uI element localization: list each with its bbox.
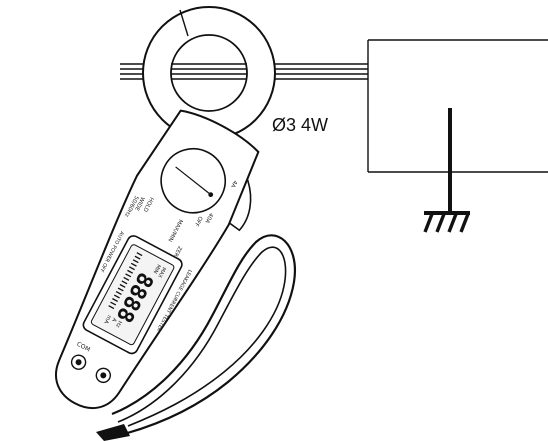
lcd-annunciator-a: A [110, 317, 117, 323]
bar-seg [128, 266, 135, 271]
bar-seg [134, 255, 141, 260]
dial-label-4a: 4A [229, 179, 238, 188]
lcd-annunciator-max: MAX [156, 266, 167, 279]
bar-seg [108, 305, 115, 310]
dial-pointer-dot [208, 192, 214, 198]
jaw-split-line [179, 9, 189, 37]
ground-tine-2 [435, 213, 446, 233]
ground-tine-4 [459, 213, 470, 233]
ground-tine-1 [423, 213, 434, 233]
bar-seg [112, 298, 119, 303]
bar-seg [127, 269, 134, 274]
bar-seg [117, 287, 124, 292]
bar-seg [119, 283, 126, 288]
bar-seg [121, 280, 128, 285]
load-enclosure [367, 39, 548, 173]
conductors-through-jaw [171, 63, 247, 80]
bar-seg [110, 301, 117, 306]
lcd-bargraph [108, 252, 143, 310]
jaw-inner-opening [170, 34, 248, 112]
lcd-annunciator-hz: Hz [114, 319, 123, 328]
dial-label-40a: 40A [203, 212, 213, 225]
bar-seg [113, 294, 120, 299]
strap-buckle [96, 424, 130, 441]
bar-seg [136, 252, 143, 257]
bar-seg [125, 273, 132, 278]
dial-label-off: OFF [193, 215, 203, 227]
wrist-strap [96, 234, 297, 441]
ground-tine-3 [447, 213, 458, 233]
strap-inner [117, 246, 287, 427]
strap-outer [111, 234, 297, 436]
bar-seg [115, 290, 122, 295]
lcd-annunciator-ma: mA [102, 314, 112, 325]
clamp-jaw [142, 6, 276, 140]
lcd-inner [90, 244, 175, 346]
system-label: Ø3 4W [272, 115, 328, 135]
ground-symbol [423, 108, 470, 233]
lcd-annunciator-min: MIN [152, 263, 162, 274]
dial-pointer [175, 166, 212, 196]
input-jack-inner [100, 372, 107, 379]
bar-seg [123, 276, 130, 281]
com-jack-inner [75, 359, 82, 366]
bar-seg [130, 262, 137, 267]
bar-seg [132, 259, 139, 264]
clamp-meter: 4A 40A OFF MAX/MIN HOLD WIDE 50/60Hz ZER… [54, 109, 260, 410]
